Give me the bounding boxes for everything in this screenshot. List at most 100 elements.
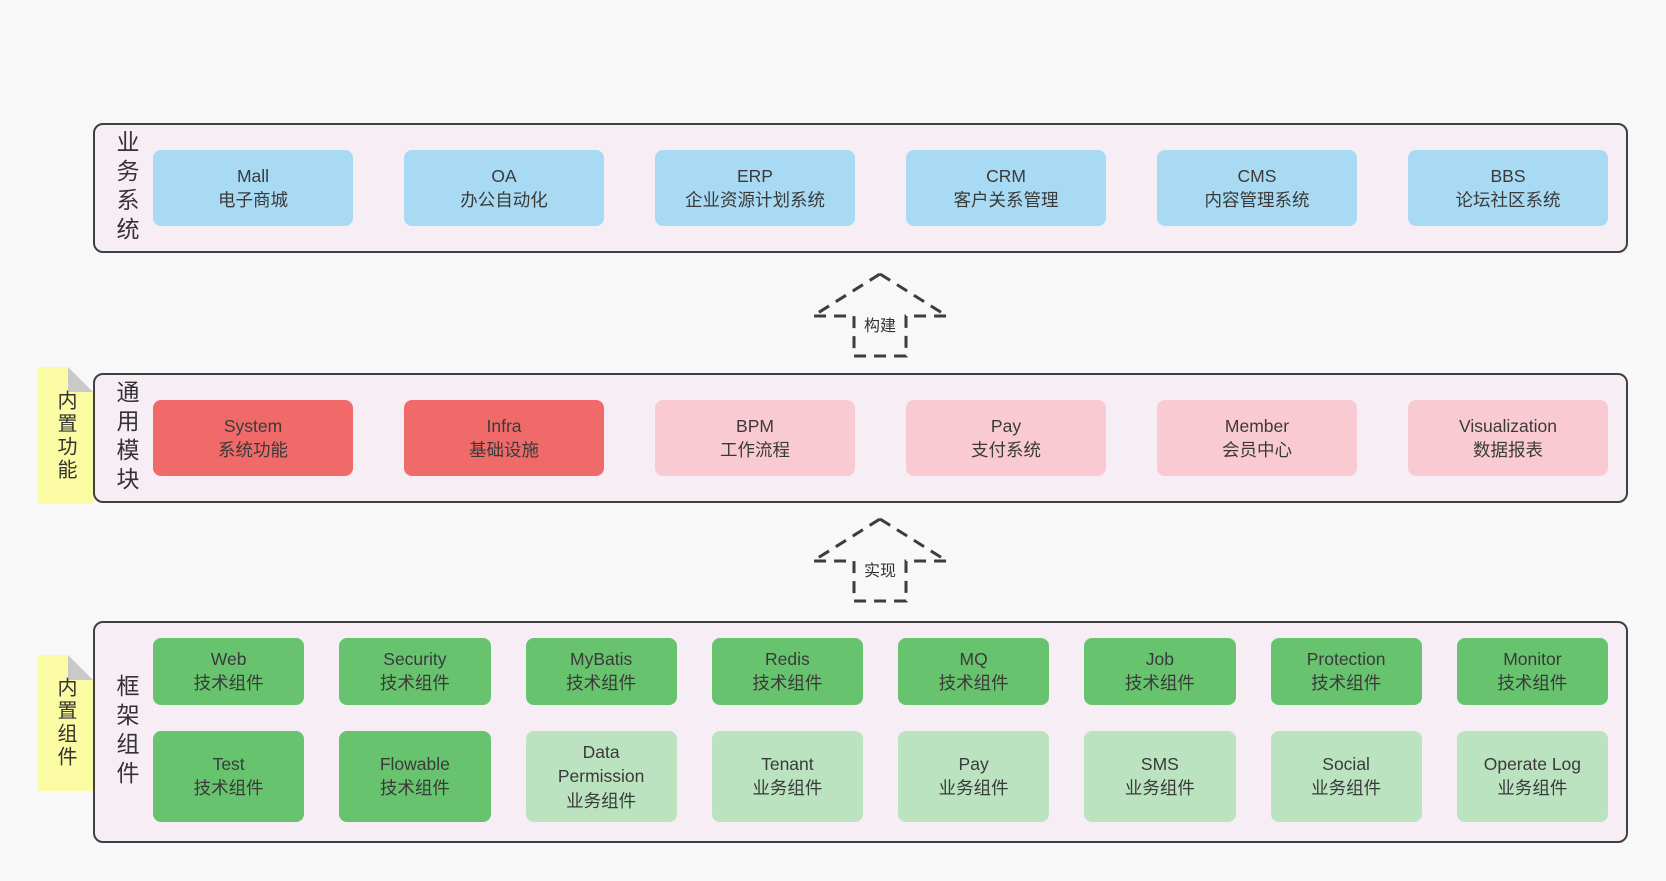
sticky-tab-builtin-functions: 内置功能 [38, 367, 93, 504]
box-title: SMS [1140, 754, 1179, 775]
layer-label: 通用模块 [113, 380, 139, 496]
dashed-up-arrow-icon [810, 517, 950, 603]
box-title: Protection [1306, 649, 1386, 670]
box-subtitle: 企业资源计划系统 [685, 190, 825, 210]
arrow-implement: 实现 [810, 516, 950, 604]
box-title: Visualization [1459, 415, 1557, 436]
box-title: Test [212, 754, 245, 775]
box-crm: CRM 客户关系管理 [906, 150, 1106, 226]
folded-corner-icon [68, 367, 93, 392]
box-pay-component: Pay 业务组件 [898, 730, 1050, 822]
box-social: Social 业务组件 [1270, 730, 1422, 822]
box-data-permission: Data Permission 业务组件 [525, 730, 677, 822]
box-protection: Protection 技术组件 [1270, 638, 1422, 705]
box-sms: SMS 业务组件 [1084, 730, 1236, 822]
box-title: ERP [737, 165, 773, 186]
box-title: BPM [736, 415, 774, 436]
box-title: CRM [986, 165, 1026, 186]
box-title: Flowable [379, 754, 450, 775]
box-system: System 系统功能 [153, 400, 353, 476]
box-subtitle: 技术组件 [752, 673, 823, 694]
box-subtitle: 技术组件 [1124, 673, 1195, 694]
box-subtitle: 业务组件 [566, 790, 637, 811]
box-bpm: BPM 工作流程 [655, 400, 855, 476]
business-systems-row: Mall 电子商城 OA 办公自动化 ERP 企业资源计划系统 CRM 客户关系… [153, 150, 1608, 226]
box-title: MyBatis [570, 649, 633, 670]
box-subtitle: 业务组件 [1311, 778, 1382, 799]
box-test: Test 技术组件 [153, 730, 305, 822]
box-flowable: Flowable 技术组件 [339, 730, 491, 822]
layer-common-modules: 通用模块 System 系统功能 Infra 基础设施 BPM 工作流程 Pay… [93, 373, 1628, 503]
box-job: Job 技术组件 [1084, 638, 1236, 705]
common-modules-row: System 系统功能 Infra 基础设施 BPM 工作流程 Pay 支付系统… [153, 400, 1608, 476]
box-mall: Mall 电子商城 [153, 150, 353, 226]
box-subtitle: 支付系统 [971, 440, 1041, 460]
box-subtitle: 工作流程 [720, 440, 790, 460]
box-title: BBS [1490, 165, 1526, 186]
box-title: Web [210, 649, 247, 670]
box-subtitle: 业务组件 [938, 778, 1009, 799]
box-subtitle: 客户关系管理 [953, 190, 1059, 210]
box-operate-log: Operate Log 业务组件 [1456, 730, 1608, 822]
framework-components-grid: Web 技术组件 Security 技术组件 MyBatis 技术组件 Redi… [153, 638, 1608, 822]
box-subtitle: 会员中心 [1222, 440, 1292, 460]
box-subtitle: 业务组件 [752, 778, 823, 799]
box-subtitle: 电子商城 [218, 190, 288, 210]
box-subtitle: 办公自动化 [460, 190, 548, 210]
box-security: Security 技术组件 [339, 638, 491, 705]
sticky-tab-label: 内置功能 [54, 389, 76, 482]
box-member: Member 会员中心 [1157, 400, 1357, 476]
box-tenant: Tenant 业务组件 [711, 730, 863, 822]
arrow-implement-label: 实现 [860, 557, 900, 581]
layer-label: 业务系统 [113, 130, 139, 246]
box-oa: OA 办公自动化 [404, 150, 604, 226]
box-title: Pay [958, 754, 989, 775]
box-title: MQ [959, 649, 988, 670]
box-cms: CMS 内容管理系统 [1157, 150, 1357, 226]
box-title: Mall [236, 165, 270, 186]
box-title: Tenant [761, 754, 814, 775]
box-title: Pay [990, 415, 1022, 436]
box-title: OA [491, 165, 517, 186]
box-title: System [223, 415, 283, 436]
box-web: Web 技术组件 [153, 638, 305, 705]
box-subtitle: 技术组件 [379, 673, 450, 694]
box-redis: Redis 技术组件 [711, 638, 863, 705]
sticky-tab-label: 内置组件 [54, 677, 76, 769]
box-mq: MQ 技术组件 [898, 638, 1050, 705]
box-subtitle: 基础设施 [469, 440, 539, 460]
layer-label: 框架组件 [113, 674, 139, 790]
box-subtitle: 技术组件 [1497, 673, 1568, 694]
box-bbs: BBS 论坛社区系统 [1408, 150, 1608, 226]
box-title: Social [1322, 754, 1370, 775]
box-infra: Infra 基础设施 [404, 400, 604, 476]
dashed-up-arrow-icon [810, 272, 950, 358]
box-visualization: Visualization 数据报表 [1408, 400, 1608, 476]
box-subtitle: 技术组件 [938, 673, 1009, 694]
box-subtitle: 技术组件 [566, 673, 637, 694]
box-subtitle: 论坛社区系统 [1455, 190, 1561, 210]
arrow-build: 构建 [810, 271, 950, 359]
box-title: Member [1224, 415, 1290, 436]
layer-framework-components: 框架组件 Web 技术组件 Security 技术组件 MyBatis 技术组件… [93, 621, 1628, 843]
arrow-build-label: 构建 [860, 312, 900, 336]
layer-business-systems: 业务系统 Mall 电子商城 OA 办公自动化 ERP 企业资源计划系统 CRM… [93, 123, 1628, 253]
box-monitor: Monitor 技术组件 [1456, 638, 1608, 705]
box-subtitle: 系统功能 [218, 440, 288, 460]
box-pay-module: Pay 支付系统 [906, 400, 1106, 476]
box-title: Operate Log [1483, 754, 1582, 775]
box-subtitle: 技术组件 [193, 778, 264, 799]
box-title: Data Permission [557, 742, 645, 787]
box-subtitle: 内容管理系统 [1204, 190, 1310, 210]
box-subtitle: 技术组件 [193, 673, 264, 694]
box-title: Infra [486, 415, 522, 436]
box-subtitle: 技术组件 [379, 778, 450, 799]
sticky-tab-builtin-components: 内置组件 [38, 655, 93, 791]
box-subtitle: 业务组件 [1124, 778, 1195, 799]
box-subtitle: 技术组件 [1311, 673, 1382, 694]
box-erp: ERP 企业资源计划系统 [655, 150, 855, 226]
box-title: CMS [1237, 165, 1277, 186]
box-subtitle: 数据报表 [1473, 440, 1543, 460]
box-title: Monitor [1503, 649, 1562, 670]
box-title: Job [1145, 649, 1174, 670]
